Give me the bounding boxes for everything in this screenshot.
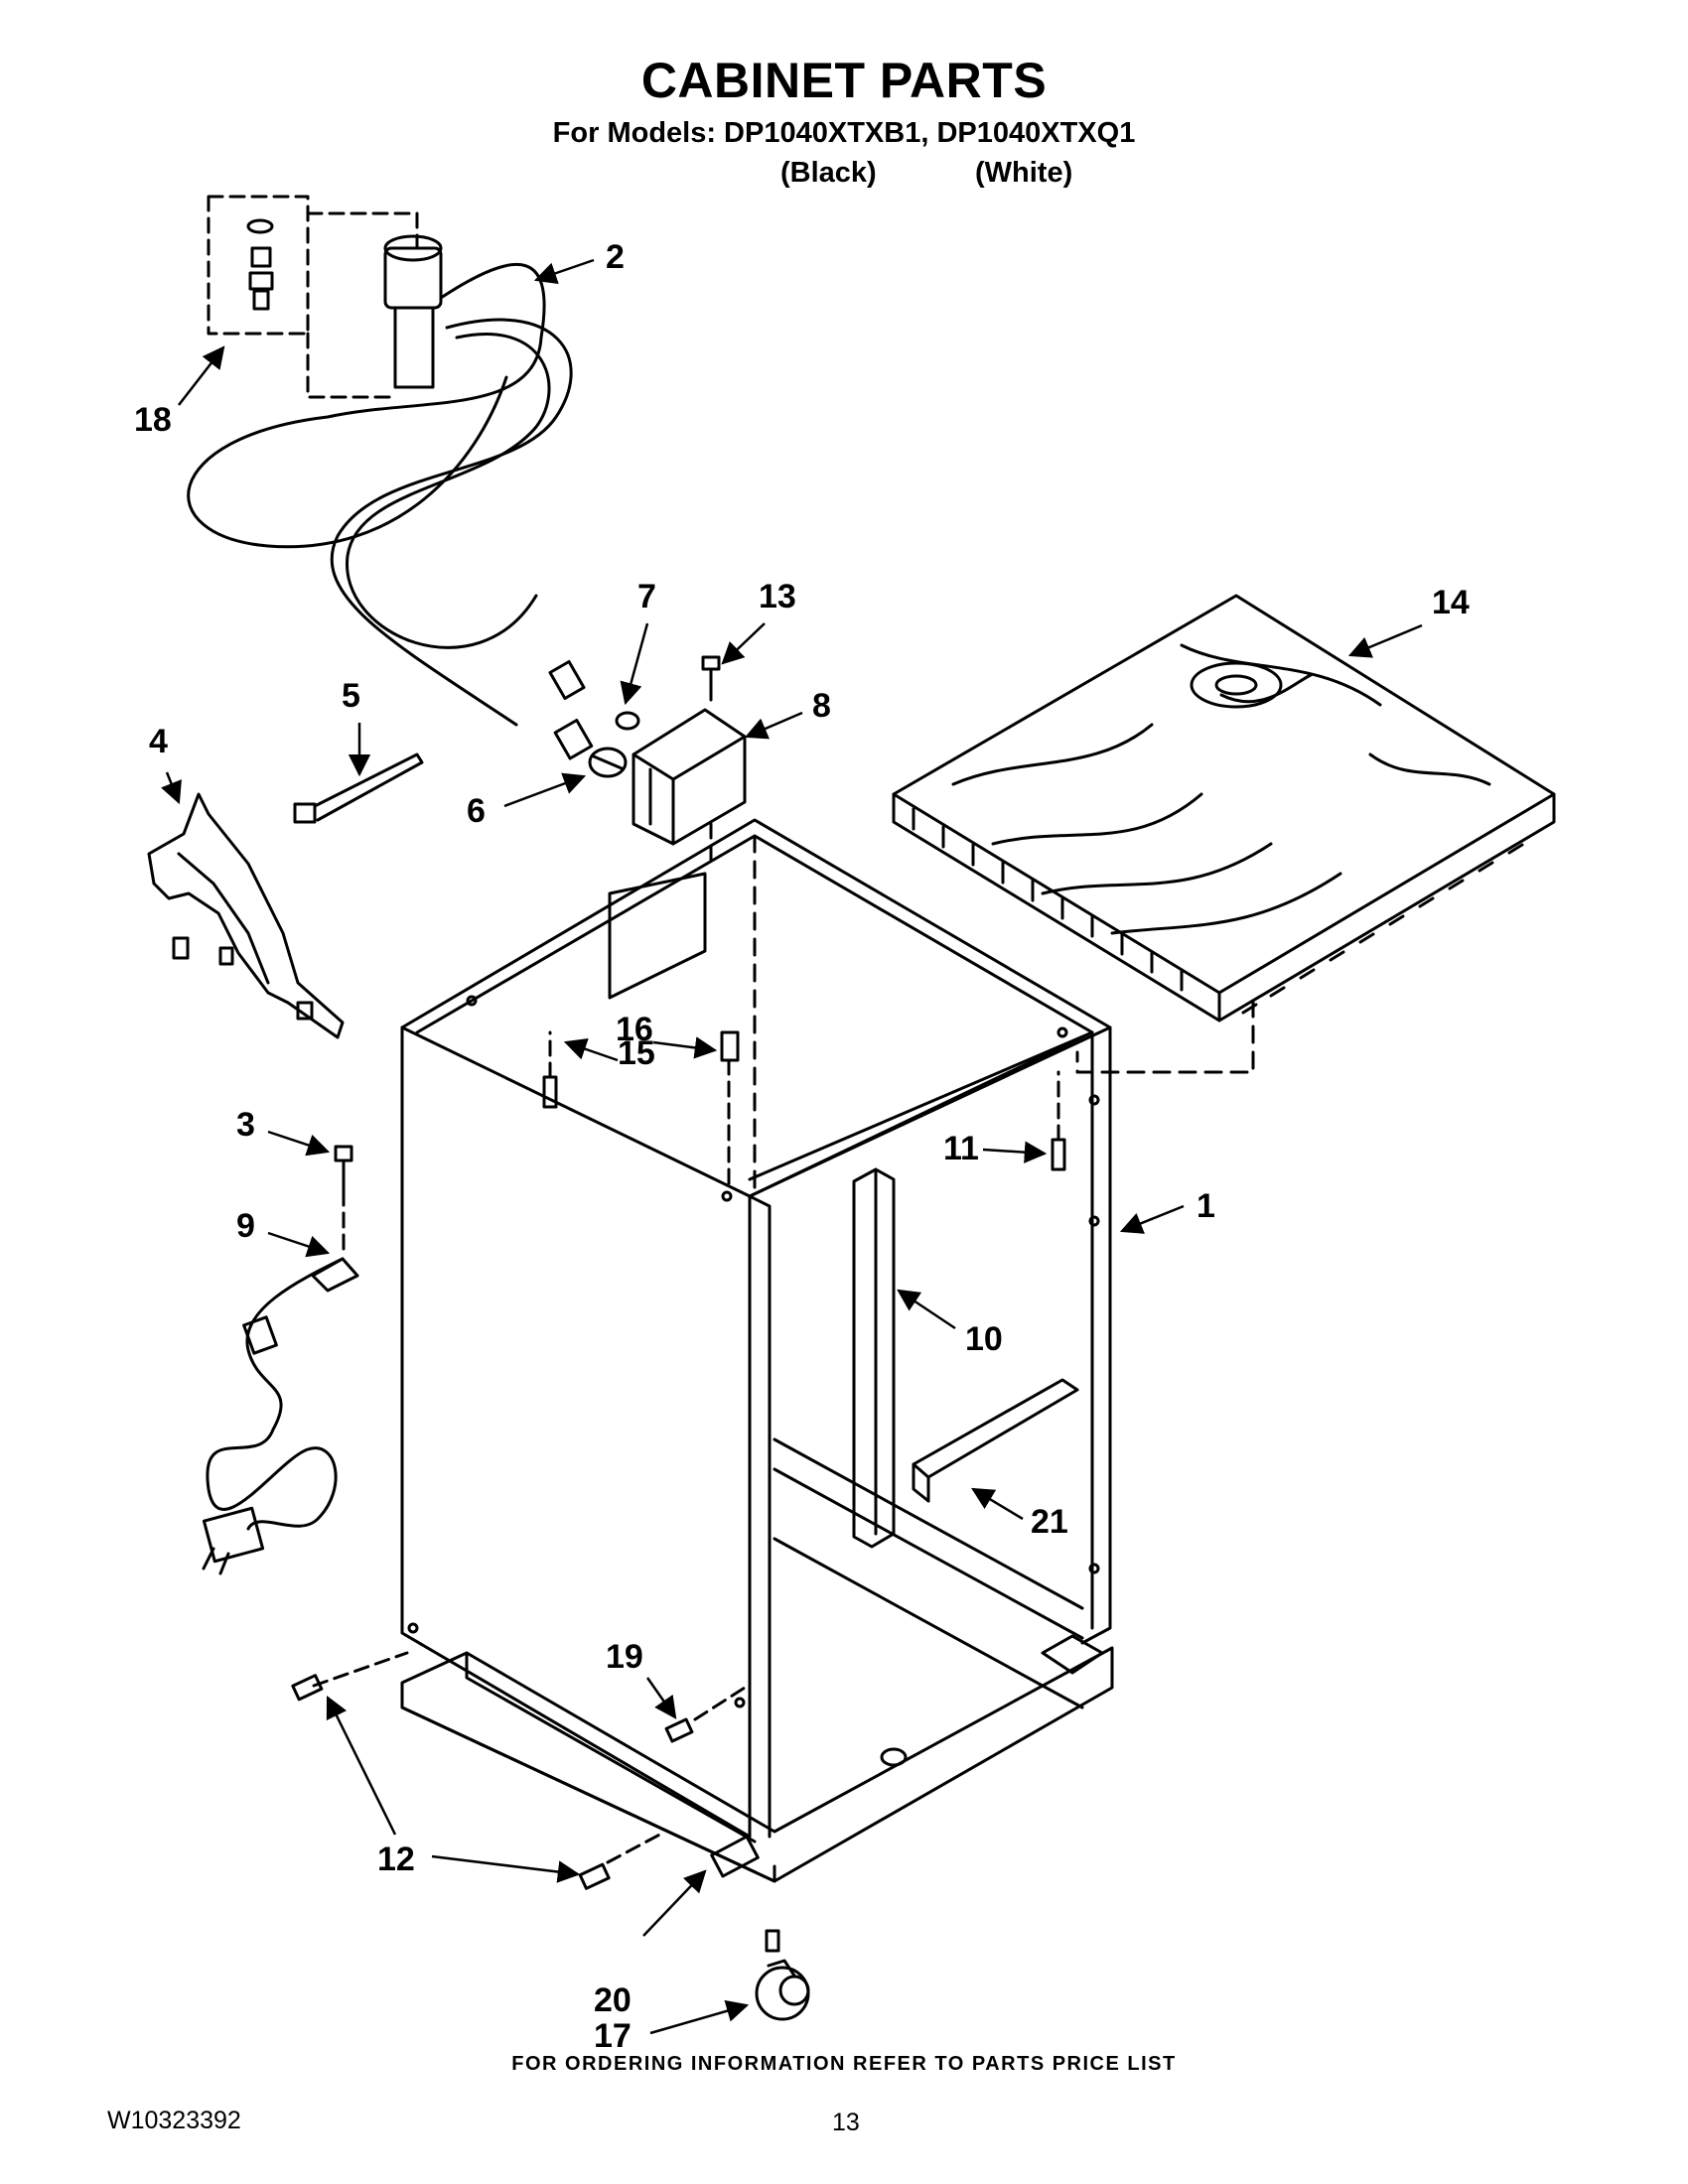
callout-19: 19 [606,1638,643,1676]
leader-6 [503,772,587,808]
hose-clamp [588,747,628,778]
leader-10 [897,1289,956,1330]
callout-3: 3 [236,1106,255,1144]
callout-18: 18 [134,401,172,439]
leader-3 [267,1130,331,1157]
screw-13 [701,655,721,702]
callout-9: 9 [236,1207,255,1245]
screw-12-lower [578,1862,611,1890]
callout-10: 10 [965,1320,1003,1358]
valve-parts-group [207,195,419,399]
screw-3 [334,1145,353,1162]
leader-12-lower [431,1854,581,1883]
callout-11: 11 [943,1130,979,1167]
callout-5: 5 [342,677,360,715]
page-number: 13 [832,2109,860,2136]
leader-7 [620,622,649,706]
callout-14: 14 [1432,584,1470,621]
callout-1: 1 [1196,1187,1215,1225]
wood-top [892,594,1556,1074]
leader-13 [721,622,766,665]
leader-2 [533,258,595,285]
rear-rails [773,1437,1084,1709]
vertical-channel [852,1167,896,1549]
callout-12: 12 [377,1841,415,1878]
callout-15: 15 [618,1034,655,1072]
washer [615,711,640,731]
screw-11 [1051,1138,1066,1171]
leader-14 [1347,623,1423,658]
callout-7: 7 [637,578,656,615]
water-valve-hose [187,234,594,760]
cable-tie [293,752,424,824]
side-bracket [147,792,345,1039]
leader-18 [178,345,225,406]
callout-2: 2 [606,238,625,276]
leader-15 [563,1037,619,1062]
callout-8: 8 [812,687,831,725]
leader-21 [971,1487,1024,1521]
screw-16 [720,1030,740,1062]
leader-19 [645,1677,677,1719]
callout-4: 4 [149,723,168,760]
color-label-black: (Black) [780,157,877,189]
cross-brace [912,1378,1079,1503]
leader-1 [1119,1204,1185,1234]
color-label-white: (White) [975,157,1073,189]
leader-4 [161,771,182,805]
callout-17: 17 [594,2017,632,2055]
screw-12-upper [291,1674,324,1702]
models-line: For Models: DP1040XTXB1, DP1040XTXQ1 [552,117,1136,149]
leader-8 [744,711,803,740]
cabinet-base [400,1634,1114,1883]
main-cabinet [400,818,1112,1839]
ordering-note: FOR ORDERING INFORMATION REFER TO PARTS … [511,2053,1177,2075]
callout-13: 13 [759,578,796,615]
leader-20 [642,1869,707,1937]
leader-11 [982,1141,1048,1163]
callout-21: 21 [1031,1503,1068,1541]
callout-16: 16 [616,1011,653,1048]
leader-16 [652,1036,718,1059]
callout-6: 6 [467,792,486,830]
document-number: W10323392 [107,2107,241,2134]
inlet-bracket [632,708,747,846]
power-cord [202,1257,359,1575]
page-title: CABINET PARTS [640,53,1048,108]
caster [755,1929,810,2021]
leader-17 [649,1999,750,2035]
callout-20: 20 [594,1981,632,2019]
screw-19 [664,1717,694,1743]
leader-12-upper [326,1695,397,1836]
leader-9 [267,1231,331,1258]
